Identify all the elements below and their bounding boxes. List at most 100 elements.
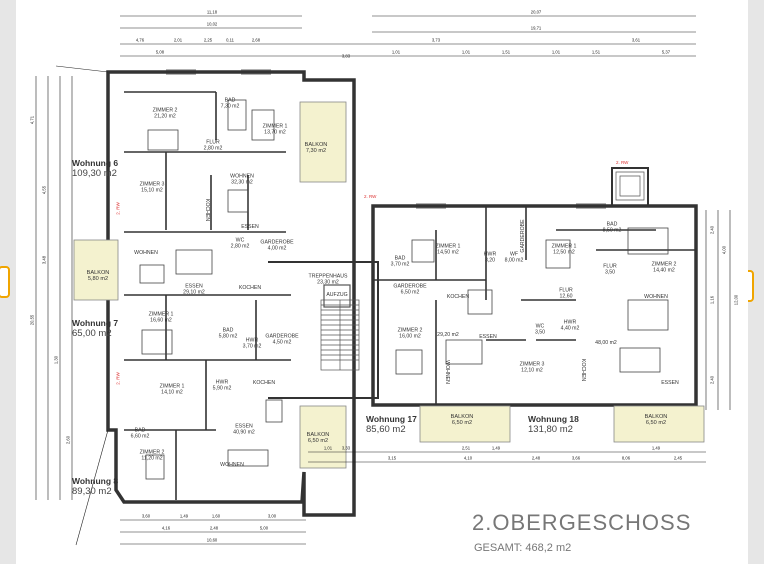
dim-top-17: 1,51 — [501, 49, 511, 55]
dim-bottom-13: 3,15 — [387, 455, 397, 461]
room-name: ZIMMER 1 — [159, 383, 185, 390]
room-area: 12,10 m2 — [521, 367, 543, 373]
dim-top-8: 0,11 — [226, 37, 234, 43]
apartment-title: Wohnung 8 — [72, 476, 119, 486]
room-label: AUFZUG — [326, 292, 347, 299]
room-name: ZIMMER 2 — [152, 107, 178, 114]
left-resize-handle[interactable] — [0, 266, 10, 298]
dim-top-15: 1,01 — [391, 49, 401, 55]
dim-bottom-15: 2,48 — [531, 455, 541, 461]
room-area: 6,50 m2 — [400, 289, 420, 295]
room-name: HWR — [245, 337, 259, 344]
dim-top-19: 1,51 — [591, 49, 601, 55]
dim-bottom-6: 2,48 — [209, 525, 219, 531]
room-label: 48,00 m2 — [595, 340, 617, 347]
dim-right-2: 4,00 — [721, 245, 727, 255]
room-area: 3,70 m2 — [242, 343, 262, 349]
room-area: 16,00 m2 — [399, 333, 421, 339]
room-area: 8,00 m2 — [504, 257, 524, 263]
dim-left-6: 2,60 — [65, 435, 71, 445]
room-area: 4,50 m2 — [272, 339, 292, 345]
room-name: ZIMMER 1 — [262, 123, 288, 130]
dim-right-5: 2,40 — [709, 375, 715, 385]
room-area: 3,20 — [484, 257, 496, 263]
dim-right-4: 2,40 — [709, 225, 715, 235]
rw-marker: 2. RW — [115, 202, 121, 215]
apartment-title: Wohnung 18 — [528, 414, 579, 424]
room-name: ESSEN — [235, 423, 253, 430]
dim-bottom-8: 10,60 — [206, 537, 218, 543]
dim-bottom-2: 1,49 — [179, 513, 189, 519]
room-area: 29,10 m2 — [183, 289, 205, 295]
total-label: GESAMT: — [474, 542, 523, 554]
room-area: 3,50 — [534, 329, 546, 335]
apartment-title: Wohnung 6 — [72, 158, 119, 168]
room-name: ZIMMER 1 — [148, 311, 174, 318]
room-name: WOHNEN — [134, 250, 158, 257]
rw-marker: 2. RW — [616, 160, 629, 165]
dim-top-14: 5,37 — [661, 49, 671, 55]
room-area: 15,10 m2 — [141, 187, 163, 193]
room-name: FLUR — [559, 287, 573, 294]
room-name: BALKON — [450, 413, 474, 420]
room-area: 2,80 m2 — [230, 243, 250, 249]
room-name: ZIMMER 1 — [435, 243, 461, 250]
apartment-area: 89,30 m2 — [72, 486, 112, 497]
room-area: 6,50 m2 — [307, 438, 329, 444]
room-name: GARDEROBE — [260, 239, 294, 246]
room-area: 5,90 m2 — [212, 385, 232, 391]
dim-right-1: 12,00 — [733, 294, 739, 306]
room-label: WOHNEN — [644, 294, 668, 301]
room-label: KOCHEN — [253, 380, 275, 387]
dim-left-2: 20,55 — [29, 314, 35, 326]
dim-bottom-18: 2,45 — [673, 455, 683, 461]
room-name: ZIMMER 2 — [139, 449, 165, 456]
dim-top-7: 2,25 — [203, 37, 213, 43]
total-value: 468,2 m2 — [525, 542, 572, 554]
room-name: WOHNEN — [443, 360, 450, 384]
room-area: 23,30 m2 — [317, 279, 339, 285]
room-area: 40,90 m2 — [233, 429, 255, 435]
room-label: KOCHEN — [238, 285, 262, 292]
apartment-area: 85,60 m2 — [366, 424, 406, 435]
room-name: BAD — [394, 255, 406, 262]
room-name: KOCHEN — [579, 358, 586, 382]
room-name: ZIMMER 2 — [397, 327, 423, 334]
room-area: 48,00 m2 — [595, 340, 617, 347]
dim-left-1: 4,71 — [29, 115, 35, 125]
dim-top-6: 2,01 — [173, 37, 183, 43]
room-name: ESSEN — [241, 224, 259, 231]
room-area: 32,30 m2 — [231, 179, 253, 185]
room-name: HWR — [215, 379, 229, 386]
room-name: BALKON — [304, 141, 328, 148]
rw-marker: 2. RW — [364, 194, 377, 199]
floor-title: 2.OBERGESCHOSS — [472, 510, 692, 535]
room-name: GARDEROBE — [520, 219, 527, 253]
room-name: KOCHEN — [238, 285, 262, 292]
room-area: 8,50 m2 — [602, 227, 622, 233]
room-name: FLUR — [206, 139, 220, 146]
dim-top-12: 3,73 — [431, 37, 441, 43]
dim-bottom-11: 1,49 — [491, 445, 501, 451]
room-label: WOHNEN — [220, 462, 244, 469]
dim-bottom-10: 2,51 — [461, 445, 471, 451]
dim-top-10: 5,08 — [155, 49, 165, 55]
apartment-area: 109,30 m2 — [72, 168, 117, 179]
dim-left-3: 4,55 — [41, 185, 47, 195]
room-name: TREPPENHAUS — [308, 273, 348, 280]
dim-bottom-9: 3,33 — [341, 445, 351, 451]
